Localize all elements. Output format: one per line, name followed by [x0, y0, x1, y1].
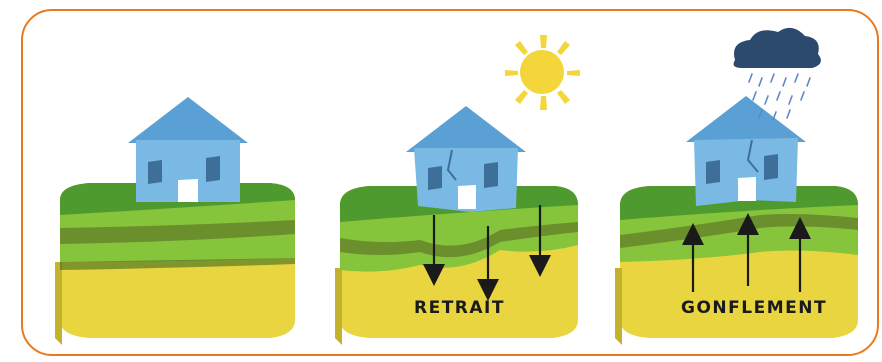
soil-block [615, 186, 858, 345]
heaved-house [686, 96, 806, 206]
panel-normal [55, 97, 295, 345]
sun-icon [505, 35, 580, 110]
cracked-house [406, 106, 526, 212]
house [128, 97, 248, 202]
label-gonflement: GONFLEMENT [681, 298, 827, 318]
soil-block [55, 183, 295, 345]
label-retrait: RETRAIT [414, 298, 505, 318]
